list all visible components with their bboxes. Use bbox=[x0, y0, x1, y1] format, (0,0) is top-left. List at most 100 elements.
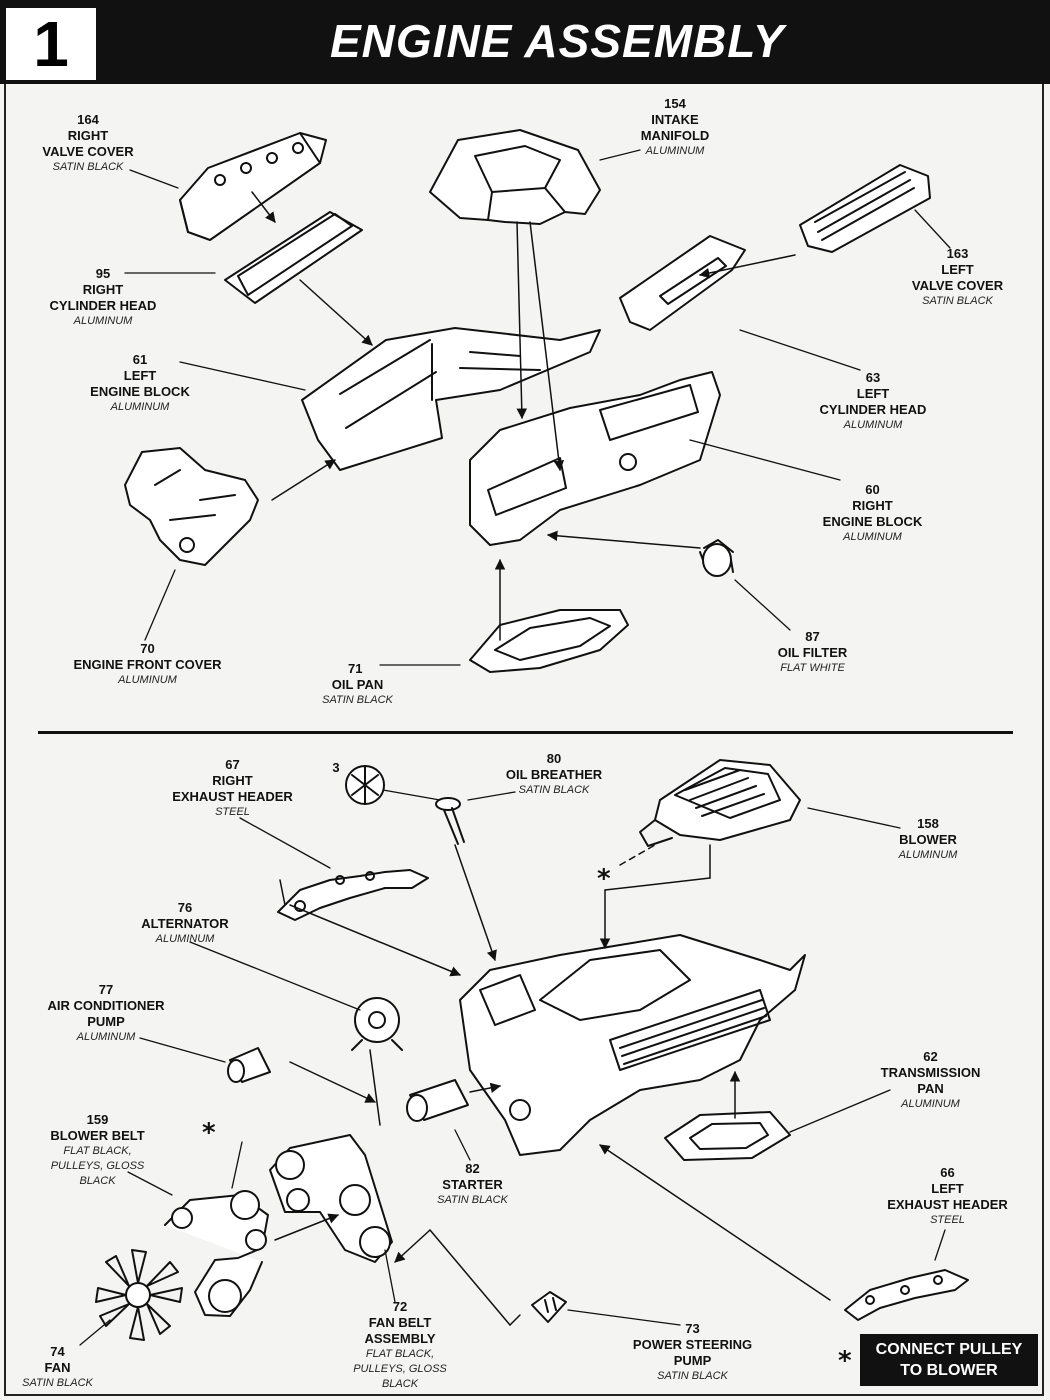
label-part-82: 82 STARTER SATIN BLACK bbox=[425, 1161, 520, 1208]
part-name: LEFT bbox=[123, 368, 157, 383]
label-part-66: 66 LEFT EXHAUST HEADER STEEL bbox=[880, 1165, 1015, 1228]
part-name: PUMP bbox=[87, 1014, 125, 1029]
part-finish: SATIN BLACK bbox=[322, 694, 393, 706]
part-77-air-conditioner-pump bbox=[227, 1047, 271, 1083]
part-number: 80 bbox=[546, 751, 562, 766]
part-number: 163 bbox=[946, 246, 969, 261]
part-name: CYLINDER HEAD bbox=[819, 402, 927, 417]
part-67-right-exhaust-header bbox=[277, 869, 429, 921]
label-part-80: 80 OIL BREATHER SATIN BLACK bbox=[495, 751, 613, 798]
part-number: 66 bbox=[940, 1165, 955, 1180]
part-164-right-valve-cover bbox=[179, 132, 327, 241]
part-name: PAN bbox=[917, 1081, 944, 1096]
part-finish: ALUMINUM bbox=[898, 849, 958, 861]
part-name: LEFT bbox=[941, 262, 974, 277]
part-name: RIGHT bbox=[852, 498, 893, 513]
part-name: RIGHT bbox=[67, 128, 109, 143]
part-finish: BLACK bbox=[381, 1378, 419, 1390]
part-76-alternator bbox=[351, 997, 403, 1051]
part-name: LEFT bbox=[931, 1181, 964, 1196]
part-name: POWER STEERING bbox=[632, 1337, 753, 1352]
part-name: ENGINE FRONT COVER bbox=[73, 657, 222, 672]
part-name: EXHAUST HEADER bbox=[887, 1197, 1008, 1212]
part-154-intake-manifold bbox=[429, 129, 601, 225]
part-number: 159 bbox=[86, 1112, 109, 1127]
part-number: 82 bbox=[465, 1161, 480, 1176]
part-number: 60 bbox=[865, 482, 880, 497]
part-number: 67 bbox=[225, 757, 240, 772]
assembly-arrows-bottom bbox=[274, 844, 831, 1326]
asterisk-blower-belt: * bbox=[202, 1118, 216, 1148]
part-74-fan bbox=[95, 1249, 183, 1341]
part-name: TRANSMISSION bbox=[880, 1065, 981, 1080]
part-finish: PULLEYS, GLOSS bbox=[353, 1363, 447, 1375]
part-158-blower bbox=[639, 759, 801, 847]
note-line: TO BLOWER bbox=[900, 1362, 998, 1379]
part-finish: STEEL bbox=[930, 1214, 965, 1226]
part-finish: ALUMINUM bbox=[110, 401, 170, 413]
part-finish: ALUMINUM bbox=[155, 933, 215, 945]
assembly-arrows-top bbox=[251, 191, 796, 641]
part-80-oil-breather bbox=[435, 797, 465, 845]
page-title: ENGINE ASSEMBLY bbox=[330, 15, 785, 67]
part-finish: ALUMINUM bbox=[901, 1098, 960, 1110]
part-name: ALTERNATOR bbox=[141, 916, 229, 931]
part-finish: BLACK bbox=[79, 1175, 116, 1187]
label-part-76: 76 ALTERNATOR ALUMINUM bbox=[130, 900, 240, 947]
part-61-left-engine-block bbox=[301, 327, 601, 471]
asterisk-blower: * bbox=[597, 864, 611, 894]
part-163-left-valve-cover bbox=[799, 164, 931, 253]
section-divider bbox=[38, 731, 1013, 734]
part-70-engine-front-cover bbox=[124, 447, 259, 566]
part-finish: ALUMINUM bbox=[843, 419, 903, 431]
part-name: STARTER bbox=[442, 1177, 503, 1192]
label-part-3: 3 bbox=[326, 760, 346, 776]
part-finish: SATIN BLACK bbox=[657, 1370, 728, 1382]
part-finish: ALUMINUM bbox=[843, 531, 902, 543]
part-number: 87 bbox=[805, 629, 820, 644]
part-name: LEFT bbox=[856, 386, 890, 401]
label-part-154: 154 INTAKE MANIFOLD ALUMINUM bbox=[620, 96, 730, 159]
label-part-73: 73 POWER STEERING PUMP SATIN BLACK bbox=[625, 1321, 760, 1384]
label-part-60: 60 RIGHT ENGINE BLOCK ALUMINUM bbox=[810, 482, 935, 545]
label-part-158: 158 BLOWER ALUMINUM bbox=[888, 816, 968, 863]
part-name: CYLINDER HEAD bbox=[49, 298, 157, 313]
part-name: ASSEMBLY bbox=[364, 1331, 436, 1346]
label-part-72: 72 FAN BELT ASSEMBLY FLAT BLACK, PULLEYS… bbox=[345, 1299, 455, 1392]
part-number: 62 bbox=[923, 1049, 938, 1064]
part-number: 72 bbox=[392, 1299, 408, 1314]
part-finish: FLAT WHITE bbox=[780, 662, 845, 674]
label-part-163: 163 LEFT VALVE COVER SATIN BLACK bbox=[895, 246, 1020, 309]
part-name: PUMP bbox=[673, 1353, 712, 1368]
part-71-oil-pan bbox=[469, 609, 629, 673]
label-part-61: 61 LEFT ENGINE BLOCK ALUMINUM bbox=[80, 352, 200, 415]
part-name: ENGINE BLOCK bbox=[90, 384, 190, 399]
label-part-87: 87 OIL FILTER FLAT WHITE bbox=[765, 629, 860, 676]
part-3-decal bbox=[345, 765, 385, 805]
label-part-77: 77 AIR CONDITIONER PUMP ALUMINUM bbox=[36, 982, 176, 1045]
label-part-71: 71 OIL PAN SATIN BLACK bbox=[310, 661, 405, 708]
part-finish: FLAT BLACK, bbox=[63, 1145, 132, 1157]
part-finish: PULLEYS, GLOSS bbox=[50, 1160, 145, 1172]
part-name: BLOWER bbox=[899, 832, 957, 847]
part-87-oil-filter bbox=[699, 539, 734, 577]
note-connect-pulley: CONNECT PULLEY TO BLOWER bbox=[860, 1334, 1038, 1386]
label-part-164: 164 RIGHT VALVE COVER SATIN BLACK bbox=[28, 112, 148, 175]
part-number: 76 bbox=[177, 900, 193, 915]
part-finish: SATIN BLACK bbox=[922, 295, 993, 307]
part-name: OIL PAN bbox=[331, 677, 384, 692]
part-finish: SATIN BLACK bbox=[52, 161, 124, 173]
part-finish: ALUMINUM bbox=[76, 1031, 136, 1043]
part-name: BLOWER BELT bbox=[50, 1128, 145, 1143]
part-number: 73 bbox=[685, 1321, 700, 1336]
part-finish: ALUMINUM bbox=[645, 145, 705, 157]
part-72-fan-belt-assembly bbox=[269, 1134, 393, 1263]
part-name: FAN BELT bbox=[368, 1315, 432, 1330]
callout-lines-bottom bbox=[79, 789, 946, 1346]
part-73-power-steering-pump bbox=[531, 1291, 567, 1323]
callout-lines-top bbox=[124, 149, 951, 666]
part-name: EXHAUST HEADER bbox=[172, 789, 293, 804]
asterisk-note: * bbox=[838, 1346, 852, 1376]
part-number: 70 bbox=[140, 641, 155, 656]
part-name: VALVE COVER bbox=[42, 144, 134, 159]
